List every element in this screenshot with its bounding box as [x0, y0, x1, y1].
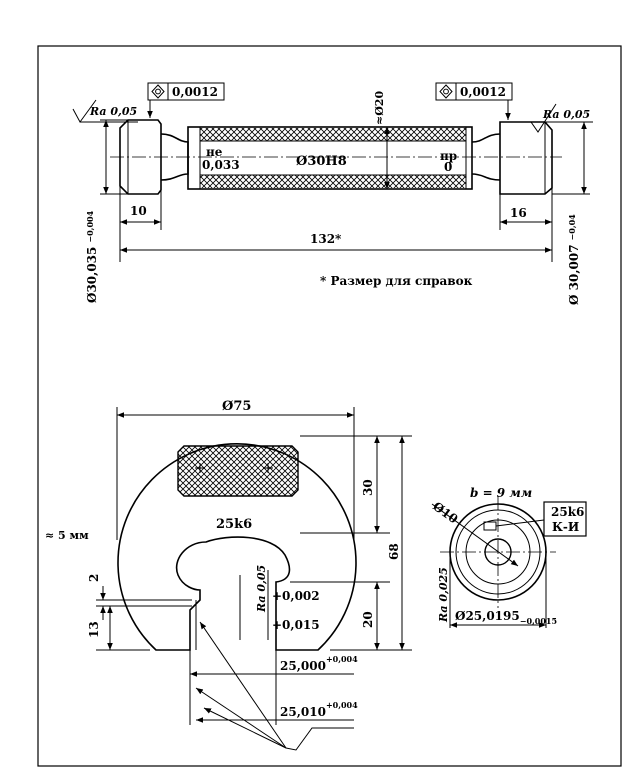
roundness-value-right: 0,0012 [460, 85, 506, 99]
ring-width: b = 9 мм [470, 486, 532, 500]
dim-30: 30 [361, 479, 375, 496]
marking-type: К-И [552, 520, 579, 534]
fit-label: 25k6 [216, 517, 252, 532]
drawing-frame [37, 45, 622, 767]
knurl-top [200, 128, 466, 141]
snap-gauge: Ø75 25k6 ≈ 5 мм 30 68 20 2 13 Ra 0,05 +0… [45, 399, 412, 751]
dim-13: 13 [87, 621, 101, 638]
ring-gauge: b = 9 мм Ø10 25k6 К-И Ra 0,025 Ø25,0195−… [430, 486, 587, 628]
marking-box [543, 501, 587, 537]
plug-left-head [119, 119, 162, 195]
roundness-icon-right [439, 84, 453, 99]
dia-body: ≈Ø20 [373, 91, 386, 125]
len-right: 16 [510, 206, 527, 220]
snap-body [117, 443, 357, 651]
footnote: * Размер для справок [320, 274, 473, 288]
roundness-frame-left [147, 82, 225, 101]
ra-left: Ra 0,05 [89, 105, 137, 118]
roughness-symbol-left [72, 99, 138, 123]
ne-value: 0,033 [202, 158, 240, 172]
ra-ring: Ra 0,025 [437, 567, 450, 623]
dim-2: 2 [87, 574, 101, 582]
plug-right-head [499, 121, 553, 195]
len-left: 10 [130, 204, 147, 218]
marking-fit: 25k6 [551, 505, 584, 519]
ra-right: Ra 0,05 [542, 108, 590, 121]
pr-value: 0 [444, 160, 452, 174]
len-total: 132* [310, 232, 342, 246]
dia-outer: Ø75 [222, 399, 251, 414]
dia-nominal: Ø30H8 [296, 154, 347, 169]
dev-lower: +0,015 [272, 618, 320, 632]
size-1: 25,000+0,004 [280, 654, 358, 673]
dia-hole: Ø10 [430, 499, 460, 526]
plug-body [187, 126, 473, 190]
thickness-label: ≈ 5 мм [45, 529, 89, 542]
roundness-frame-right [435, 82, 513, 101]
size-2: 25,010+0,004 [280, 700, 358, 719]
knurl-bottom [200, 175, 466, 188]
dia-left: Ø30,035−0,004 [85, 210, 99, 303]
snap-grip [177, 445, 299, 497]
roundness-icon-left [151, 84, 165, 99]
roughness-symbol-snap [285, 727, 354, 751]
pr-label: пр [440, 149, 457, 163]
dim-68: 68 [387, 543, 401, 560]
dia-right: Ø 30,007−0,04 [567, 214, 581, 305]
dev-upper: +0,002 [272, 589, 320, 603]
dia-working: Ø25,0195−0,0015 [455, 609, 557, 626]
ra-snap: Ra 0,05 [255, 565, 268, 613]
roundness-value-left: 0,0012 [172, 85, 218, 99]
plug-gauge: 0,0012 0,0012 Ra 0,05 Ra 0,05 ≈Ø20 не 0,… [72, 82, 593, 305]
ne-label: не [206, 145, 223, 159]
dim-20: 20 [361, 611, 375, 628]
